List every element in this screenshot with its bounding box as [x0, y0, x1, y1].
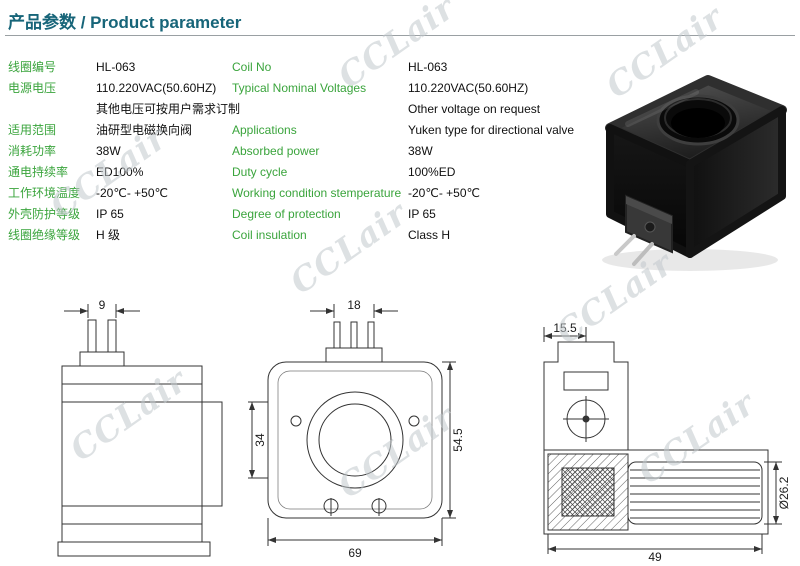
din-connector — [614, 194, 673, 266]
param-label-en: Absorbed power — [232, 144, 320, 158]
param-value-en: IP 65 — [408, 207, 436, 221]
param-label-en: Working condition stemperature — [232, 186, 402, 200]
param-label-cn: 线圈绝缘等级 — [8, 228, 81, 242]
param-value-en: 38W — [408, 144, 433, 158]
param-value-line1: 110.220VAC(50.60HZ) — [408, 81, 529, 95]
drawing-section-view: 15.5 Ø26.2 49 — [530, 322, 796, 564]
param-value-en: Class H — [408, 228, 451, 242]
side-view-outline — [57, 304, 223, 557]
param-value-cn: -20℃- +50℃ — [96, 186, 168, 200]
param-value-line2: 其他电压可按用户需求订制 — [96, 102, 241, 116]
param-value-cn: ED100% — [96, 165, 144, 179]
table-row: 外壳防护等级 IP 65 Degree of protection IP 65 — [8, 204, 586, 225]
section-view-outline — [543, 327, 782, 554]
param-label-en: Coil No — [232, 60, 272, 74]
param-label-en: Typical Nominal Voltages — [232, 81, 367, 95]
table-row: 电源电压 110.220VAC(50.60HZ) 其他电压可按用户需求订制 Ty… — [8, 78, 586, 120]
dim-label-9: 9 — [99, 300, 106, 312]
param-value-en: -20℃- +50℃ — [408, 186, 480, 200]
front-view-outline — [248, 304, 456, 546]
dim-label-69: 69 — [348, 546, 362, 560]
param-label-cn: 外壳防护等级 — [8, 207, 81, 221]
dim-label-15-5: 15.5 — [553, 322, 577, 335]
param-label-en: Degree of protection — [232, 207, 341, 221]
param-label-cn: 适用范围 — [8, 123, 57, 137]
param-value-cn: 油研型电磁换向阀 — [96, 123, 193, 137]
table-row: 消耗功率 38W Absorbed power 38W — [8, 141, 586, 162]
parameter-table: 线圈编号 HL-063 Coil No HL-063 电源电压 110.220V… — [8, 57, 586, 246]
param-value-cn: HL-063 — [96, 60, 136, 74]
param-value-line1: 110.220VAC(50.60HZ) — [96, 81, 217, 95]
section-view-svg: 15.5 Ø26.2 49 — [543, 322, 791, 564]
param-label-en: Coil insulation — [232, 228, 307, 242]
table-row: 适用范围 油研型电磁换向阀 Applications Yuken type fo… — [8, 120, 586, 141]
param-value-en: 100%ED — [408, 165, 456, 179]
dim-label-49: 49 — [648, 550, 662, 564]
connector-screw — [644, 221, 656, 233]
param-value-en: 110.220VAC(50.60HZ) Other voltage on req… — [408, 78, 586, 120]
param-value-cn: 38W — [96, 144, 121, 158]
param-value-en: Yuken type for directional valve — [408, 123, 575, 137]
front-view-svg: 18 34 54.5 69 — [248, 300, 465, 560]
dim-label-54-5: 54.5 — [451, 428, 465, 452]
dim-label-26-2: Ø26.2 — [777, 476, 791, 509]
connector-pin — [614, 234, 636, 256]
param-label-cn: 工作环境温度 — [8, 186, 81, 200]
product-photo — [568, 46, 796, 278]
param-label-en: Duty cycle — [232, 165, 288, 179]
param-value-cn: H 级 — [96, 228, 121, 242]
param-value-cn: IP 65 — [96, 207, 124, 221]
connector-pin — [632, 242, 654, 266]
drawing-side-view: 9 — [52, 300, 247, 562]
param-value-en: HL-063 — [408, 60, 448, 74]
param-label-cn: 通电持续率 — [8, 165, 69, 179]
param-value-line2: Other voltage on request — [408, 102, 541, 116]
param-value-cn: 110.220VAC(50.60HZ) 其他电压可按用户需求订制 — [96, 78, 241, 120]
param-label-en: Applications — [232, 123, 297, 137]
drawing-front-view: 18 34 54.5 69 — [246, 300, 466, 562]
param-label-cn: 电源电压 — [8, 81, 57, 95]
table-row: 工作环境温度 -20℃- +50℃ Working condition stem… — [8, 183, 586, 204]
dim-label-34: 34 — [253, 433, 267, 447]
table-row: 线圈编号 HL-063 Coil No HL-063 — [8, 57, 586, 78]
param-label-cn: 消耗功率 — [8, 144, 57, 158]
page-title: 产品参数 / Product parameter — [8, 13, 242, 32]
dim-label-18: 18 — [347, 300, 361, 312]
param-label-cn: 线圈编号 — [8, 60, 57, 74]
table-row: 线圈绝缘等级 H 级 Coil insulation Class H — [8, 225, 586, 246]
side-view-svg: 9 — [57, 300, 223, 557]
header-divider — [5, 35, 795, 36]
product-photo-svg — [602, 75, 787, 271]
table-row: 通电持续率 ED100% Duty cycle 100%ED — [8, 162, 586, 183]
